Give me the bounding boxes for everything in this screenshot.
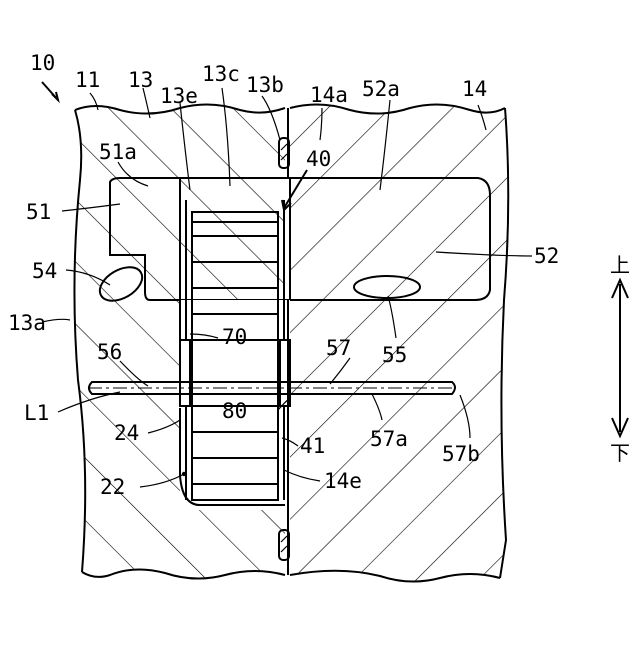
label-56: 56 — [97, 340, 122, 364]
label-14e: 14e — [324, 469, 362, 493]
label-55: 55 — [382, 343, 407, 367]
label-70: 70 — [222, 325, 247, 349]
direction-up-label: 上 — [610, 253, 630, 277]
label-14a: 14a — [310, 83, 348, 107]
label-40: 40 — [306, 147, 331, 171]
label-13a: 13a — [8, 311, 46, 335]
label-13e: 13e — [160, 84, 198, 108]
label-13c: 13c — [202, 62, 240, 86]
label-57a: 57a — [370, 427, 408, 451]
label-57: 57 — [326, 336, 351, 360]
label-57b: 57b — [442, 442, 480, 466]
direction-down-label: 下 — [610, 441, 630, 465]
label-52: 52 — [534, 244, 559, 268]
label-13b: 13b — [246, 73, 284, 97]
label-14: 14 — [462, 77, 487, 101]
label-13: 13 — [128, 68, 153, 92]
label-80: 80 — [222, 399, 247, 423]
label-11: 11 — [75, 68, 100, 92]
label-l1: L1 — [24, 401, 49, 425]
label-51: 51 — [26, 200, 51, 224]
label-41: 41 — [300, 434, 325, 458]
label-51a: 51a — [99, 140, 137, 164]
label-10: 10 — [30, 51, 55, 75]
label-54: 54 — [32, 259, 57, 283]
label-24: 24 — [114, 421, 139, 445]
label-22: 22 — [100, 475, 125, 499]
direction-indicator — [612, 280, 628, 436]
label-52a: 52a — [362, 77, 400, 101]
